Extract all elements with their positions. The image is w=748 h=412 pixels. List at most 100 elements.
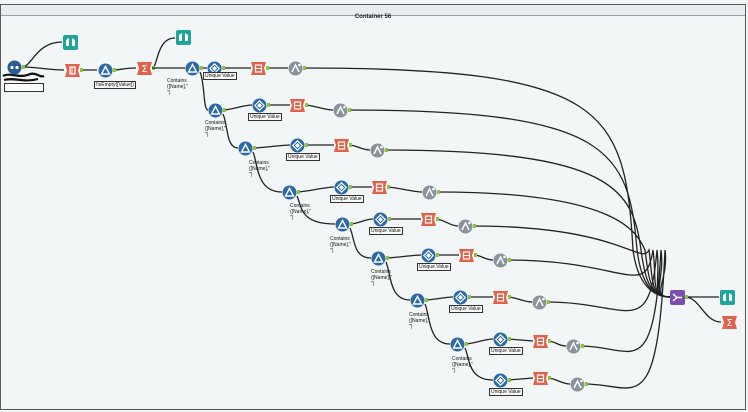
- crosstab-icon[interactable]: [493, 290, 508, 305]
- filter-icon[interactable]: [371, 251, 386, 266]
- connection-wire: [347, 109, 671, 298]
- output-anchor[interactable]: [425, 298, 428, 302]
- formula-icon[interactable]: [422, 185, 437, 200]
- connection-wire: [252, 151, 283, 193]
- filter-icon[interactable]: [185, 61, 200, 76]
- connection-wire: [386, 186, 423, 193]
- summarize-icon[interactable]: Σ: [722, 315, 737, 330]
- output-anchor[interactable]: [113, 68, 116, 72]
- browse-icon[interactable]: [63, 35, 78, 50]
- output-anchor[interactable]: [253, 146, 256, 150]
- crosstab-icon[interactable]: [251, 61, 266, 76]
- output-anchor[interactable]: [222, 66, 225, 70]
- output-anchor[interactable]: [305, 143, 308, 147]
- contains-filter-annotation: Contains([Name],""): [249, 160, 270, 178]
- unique-icon[interactable]: [493, 373, 508, 388]
- unique-icon[interactable]: [453, 290, 468, 305]
- browse-icon[interactable]: [720, 290, 735, 305]
- input-data-icon[interactable]: [7, 60, 22, 75]
- formula-icon[interactable]: [532, 295, 547, 310]
- container-box[interactable]: [0, 4, 746, 410]
- output-anchor[interactable]: [388, 217, 391, 221]
- output-anchor[interactable]: [468, 295, 471, 299]
- formula-icon[interactable]: [566, 339, 581, 354]
- connection-wire: [304, 104, 334, 111]
- unique-icon[interactable]: [290, 138, 305, 153]
- output-anchor[interactable]: [386, 256, 389, 260]
- connection-wire: [252, 144, 291, 149]
- formula-icon[interactable]: [288, 61, 303, 76]
- output-anchor[interactable]: [267, 103, 270, 107]
- output-anchor[interactable]: [548, 339, 551, 343]
- select-icon[interactable]: [65, 63, 80, 78]
- browse-icon[interactable]: [176, 30, 191, 45]
- output-anchor[interactable]: [473, 224, 476, 228]
- unique-icon[interactable]: [493, 332, 508, 347]
- output-anchor[interactable]: [349, 185, 352, 189]
- unique-icon[interactable]: [334, 180, 349, 195]
- filter-icon[interactable]: [335, 217, 350, 232]
- connection-wire: [424, 303, 451, 345]
- connection-wire: [464, 347, 494, 381]
- crosstab-icon[interactable]: [334, 138, 349, 153]
- output-anchor[interactable]: [547, 300, 550, 304]
- crosstab-icon[interactable]: [459, 248, 474, 263]
- filter-icon[interactable]: [282, 185, 297, 200]
- crosstab-icon[interactable]: [533, 334, 548, 349]
- input-annotation: [4, 83, 44, 92]
- output-anchor[interactable]: [80, 68, 83, 72]
- output-anchor[interactable]: [508, 337, 511, 341]
- output-anchor[interactable]: [223, 108, 226, 112]
- container-title-bar[interactable]: Container 56: [1, 5, 745, 20]
- unique-icon[interactable]: [421, 248, 436, 263]
- filter-icon[interactable]: [98, 63, 113, 78]
- output-anchor[interactable]: [436, 217, 439, 221]
- output-anchor[interactable]: [387, 185, 390, 189]
- summarize-icon[interactable]: Σ: [137, 61, 152, 76]
- unique-icon[interactable]: [373, 212, 388, 227]
- formula-icon[interactable]: [570, 377, 585, 392]
- filter-icon[interactable]: [238, 141, 253, 156]
- output-anchor[interactable]: [350, 222, 353, 226]
- output-anchor[interactable]: [348, 108, 351, 112]
- crosstab-icon[interactable]: [290, 98, 305, 113]
- unique-annotation: Unique Value: [330, 195, 364, 203]
- output-anchor[interactable]: [303, 66, 306, 70]
- crosstab-icon[interactable]: [372, 180, 387, 195]
- output-anchor[interactable]: [474, 253, 477, 257]
- formula-icon[interactable]: [493, 253, 508, 268]
- output-anchor[interactable]: [548, 376, 551, 380]
- union-icon[interactable]: [670, 290, 685, 305]
- filter-icon[interactable]: [450, 337, 465, 352]
- output-anchor[interactable]: [349, 143, 352, 147]
- connection-wire: [296, 195, 336, 225]
- connection-wire: [384, 149, 671, 298]
- filter-icon[interactable]: [208, 103, 223, 118]
- formula-icon[interactable]: [370, 143, 385, 158]
- output-anchor[interactable]: [22, 65, 25, 69]
- output-anchor[interactable]: [465, 342, 468, 346]
- formula-icon[interactable]: [333, 103, 348, 118]
- connection-wire: [349, 227, 372, 259]
- crosstab-icon[interactable]: [533, 371, 548, 386]
- output-anchor[interactable]: [508, 258, 511, 262]
- output-anchor[interactable]: [508, 295, 511, 299]
- output-anchor[interactable]: [437, 190, 440, 194]
- output-anchor[interactable]: [585, 382, 588, 386]
- formula-icon[interactable]: [458, 219, 473, 234]
- filter-icon[interactable]: [410, 293, 425, 308]
- crosstab-icon[interactable]: [421, 212, 436, 227]
- output-anchor[interactable]: [581, 344, 584, 348]
- output-anchor[interactable]: [297, 190, 300, 194]
- output-anchor[interactable]: [385, 148, 388, 152]
- output-anchor[interactable]: [508, 378, 511, 382]
- unique-icon[interactable]: [252, 98, 267, 113]
- output-anchor[interactable]: [266, 66, 269, 70]
- contains-filter-annotation: Contains([Name],""): [167, 78, 188, 96]
- output-anchor[interactable]: [200, 66, 203, 70]
- unique-annotation: Unique Value: [449, 305, 483, 313]
- output-anchor[interactable]: [436, 253, 439, 257]
- output-anchor[interactable]: [305, 103, 308, 107]
- output-anchor[interactable]: [685, 295, 688, 299]
